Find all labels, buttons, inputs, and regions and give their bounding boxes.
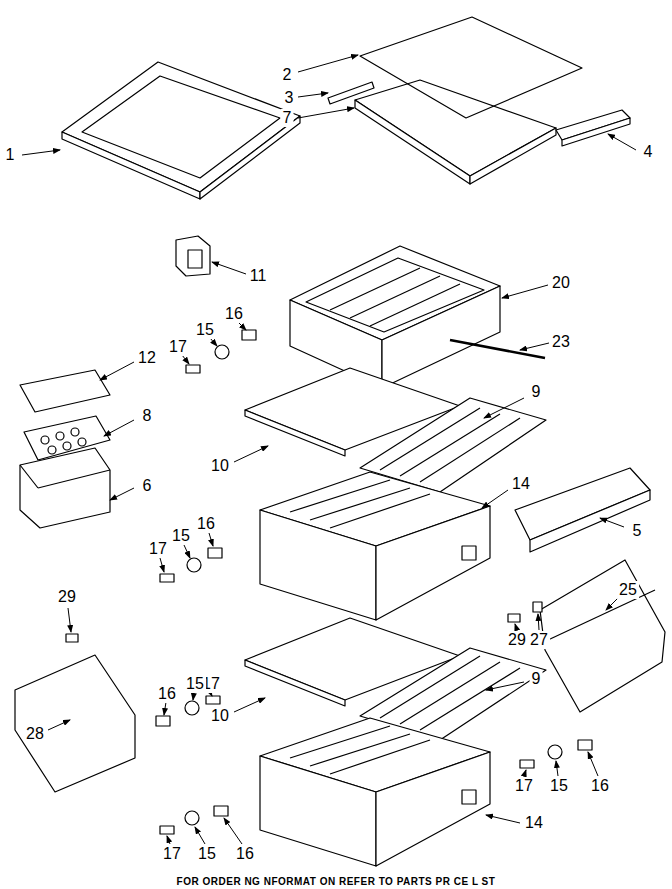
callout-number: 9: [530, 670, 543, 688]
callout-number: 29: [506, 631, 528, 649]
callout-number: 5: [631, 522, 644, 540]
callout-number: 15: [194, 321, 216, 339]
callout-number: 17: [147, 540, 169, 558]
callout-number: 9: [530, 383, 543, 401]
callout-number: 17: [161, 845, 183, 863]
callout-number: 15: [170, 527, 192, 545]
callout-number: 23: [550, 333, 572, 351]
callout-number: 29: [56, 588, 78, 606]
callout-number: 3: [283, 89, 296, 107]
callout-number: 15: [548, 777, 570, 795]
callout-number: 14: [510, 475, 532, 493]
callout-number: 17: [513, 777, 535, 795]
callout-number: 12: [136, 349, 158, 367]
footer-note: FOR ORDER NG NFORMAT ON REFER TO PARTS P…: [175, 876, 498, 888]
callout-number: 11: [248, 267, 269, 285]
callout-number: 28: [24, 725, 46, 743]
callout-number: 10: [209, 457, 231, 475]
callout-number: 7: [281, 109, 294, 127]
callout-number: 14: [523, 814, 545, 832]
callout-number: 8: [141, 407, 154, 425]
callout-number: 16: [156, 685, 178, 703]
callout-number: 25: [617, 581, 639, 599]
callout-number: 2: [281, 66, 294, 84]
callout-number: 15: [184, 675, 206, 693]
callout-number: 20: [550, 274, 572, 292]
callout-number: 16: [223, 305, 245, 323]
callout-number: 16: [589, 777, 611, 795]
callout-number: 15: [196, 845, 218, 863]
callout-number: 10: [209, 707, 231, 725]
callout-number: 16: [195, 515, 217, 533]
callout-number: 27: [528, 631, 550, 649]
callout-number: 16: [234, 845, 256, 863]
callout-number: 6: [141, 477, 154, 495]
callout-number: 17: [167, 338, 189, 356]
callout-number: 4: [642, 143, 655, 161]
callout-number: 1: [4, 146, 17, 164]
